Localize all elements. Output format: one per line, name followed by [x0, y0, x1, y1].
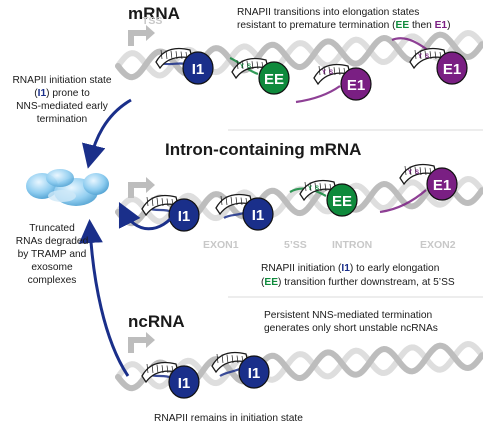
polymerase-label: I1: [248, 365, 261, 382]
initiation-caption-line1: RNAPII initiation state: [12, 75, 111, 86]
ncrna-bottom-caption: RNAPII remains in initiation state: [154, 413, 303, 424]
truncated-caption-line4: exosome: [31, 262, 73, 273]
polymerase-body: [168, 198, 200, 232]
intron-caption-line2: (EE) transition further downstream, at 5…: [261, 277, 455, 288]
polymerase-body: [182, 51, 214, 85]
tss-arrow-ncrna: [128, 332, 155, 353]
intron-caption-line1: RNAPII initiation (I1) to early elongati…: [261, 263, 439, 274]
truncated-caption-line3: by TRAMP and: [18, 249, 87, 260]
ctd-s-mark: S: [247, 64, 251, 70]
tss-arrow-intron: [128, 177, 155, 198]
polymerase-label: EE: [264, 71, 284, 88]
tss-label: TSS: [142, 15, 162, 27]
polymerase-body: [436, 51, 468, 85]
arrow-ncrna-to-exosome: [78, 219, 130, 377]
ctd-y-mark: Y: [240, 64, 244, 70]
pol-ncrna-i1-2: I1: [211, 351, 270, 389]
polymerase-label: I1: [178, 375, 191, 392]
polymerase-label: I1: [192, 61, 205, 78]
polymerase-body: [340, 67, 372, 101]
ctd-s-mark: S: [415, 170, 419, 176]
polymerase-body: [238, 355, 270, 389]
ctd-s-mark: S: [315, 186, 319, 192]
tss-arrow-mrna: [128, 25, 155, 46]
initiation-caption-line4: termination: [37, 114, 87, 125]
exon1-label: EXON1: [203, 239, 239, 251]
ncrna-caption-line2: generates only short unstable ncRNAs: [264, 323, 438, 334]
pol-intron-i1: I1: [141, 194, 200, 232]
ctd-s-mark: S: [425, 54, 429, 60]
polymerase-label: I1: [178, 208, 191, 225]
ncrna-caption-line1: Persistent NNS-mediated termination: [264, 310, 432, 321]
pol-mrna-i1: I1: [155, 47, 214, 85]
polymerase-label: E1: [433, 177, 451, 194]
mrna-caption-line2: resistant to premature termination (EE t…: [237, 20, 451, 31]
truncated-caption-line2: RNAs degraded: [16, 236, 89, 247]
section-title-mrna: mRNA: [128, 4, 180, 23]
exosome-complex: [26, 169, 109, 206]
ctd-y-mark: Y: [308, 186, 312, 192]
intron-label: INTRON: [332, 239, 372, 251]
arrow-mrna-to-exosome: [81, 98, 132, 169]
polymerase-label: I1: [252, 207, 265, 224]
initiation-caption-line2: (I1) prone to: [34, 88, 90, 99]
truncated-caption-line5: complexes: [28, 275, 77, 286]
section-title-intron: Intron-containing mRNA: [165, 140, 361, 159]
ctd-y-mark: Y: [322, 70, 326, 76]
polymerase-label: E1: [347, 77, 365, 94]
polymerase-body: [326, 183, 358, 217]
truncated-caption-line1: Truncated: [29, 223, 75, 234]
arrow-intron-to-exosome: [118, 201, 180, 231]
pol-ncrna-i1: I1: [141, 361, 200, 399]
polymerase-body: [426, 167, 458, 201]
polymerase-body: [258, 61, 290, 95]
initiation-caption-line3: NNS-mediated early: [16, 101, 109, 112]
5ss-label: 5’SS: [284, 239, 307, 251]
ctd-s-mark: S: [329, 70, 333, 76]
polymerase-label: EE: [332, 193, 352, 210]
ctd-y-mark: Y: [408, 170, 412, 176]
polymerase-label: E1: [443, 61, 461, 78]
exon2-label: EXON2: [420, 239, 456, 251]
section-title-ncrna: ncRNA: [128, 312, 185, 331]
ctd-y-mark: Y: [418, 54, 422, 60]
polymerase-body: [168, 365, 200, 399]
mrna-caption-line1: RNAPII transitions into elongation state…: [237, 7, 419, 18]
polymerase-body: [242, 197, 274, 231]
pol-intron-i1-2: I1: [215, 193, 274, 231]
